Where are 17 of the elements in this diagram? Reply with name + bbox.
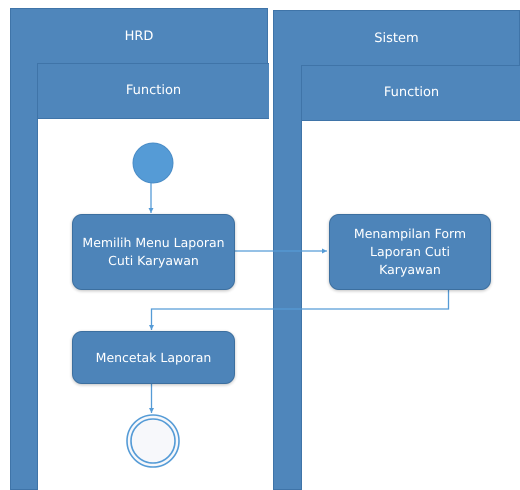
column-header: Function [382, 84, 440, 102]
swimlane [10, 8, 268, 490]
arrow [148, 289, 450, 330]
start-node [132, 142, 174, 184]
column-header: Function [124, 82, 182, 100]
lane-column [37, 63, 269, 490]
lane-title: Sistem [373, 30, 420, 48]
activity-box: Memilih Menu Laporan Cuti Karyawan [72, 214, 235, 290]
arrow [148, 183, 154, 213]
activity-box: Menampilan Form Laporan Cuti Karyawan [329, 214, 491, 290]
lane-title: HRD [124, 28, 154, 46]
lane-column [301, 65, 520, 490]
swimlane [273, 10, 520, 490]
arrow [233, 248, 327, 254]
activity-box: Mencetak Laporan [72, 331, 235, 384]
end-node [126, 414, 180, 468]
arrow [148, 383, 154, 413]
